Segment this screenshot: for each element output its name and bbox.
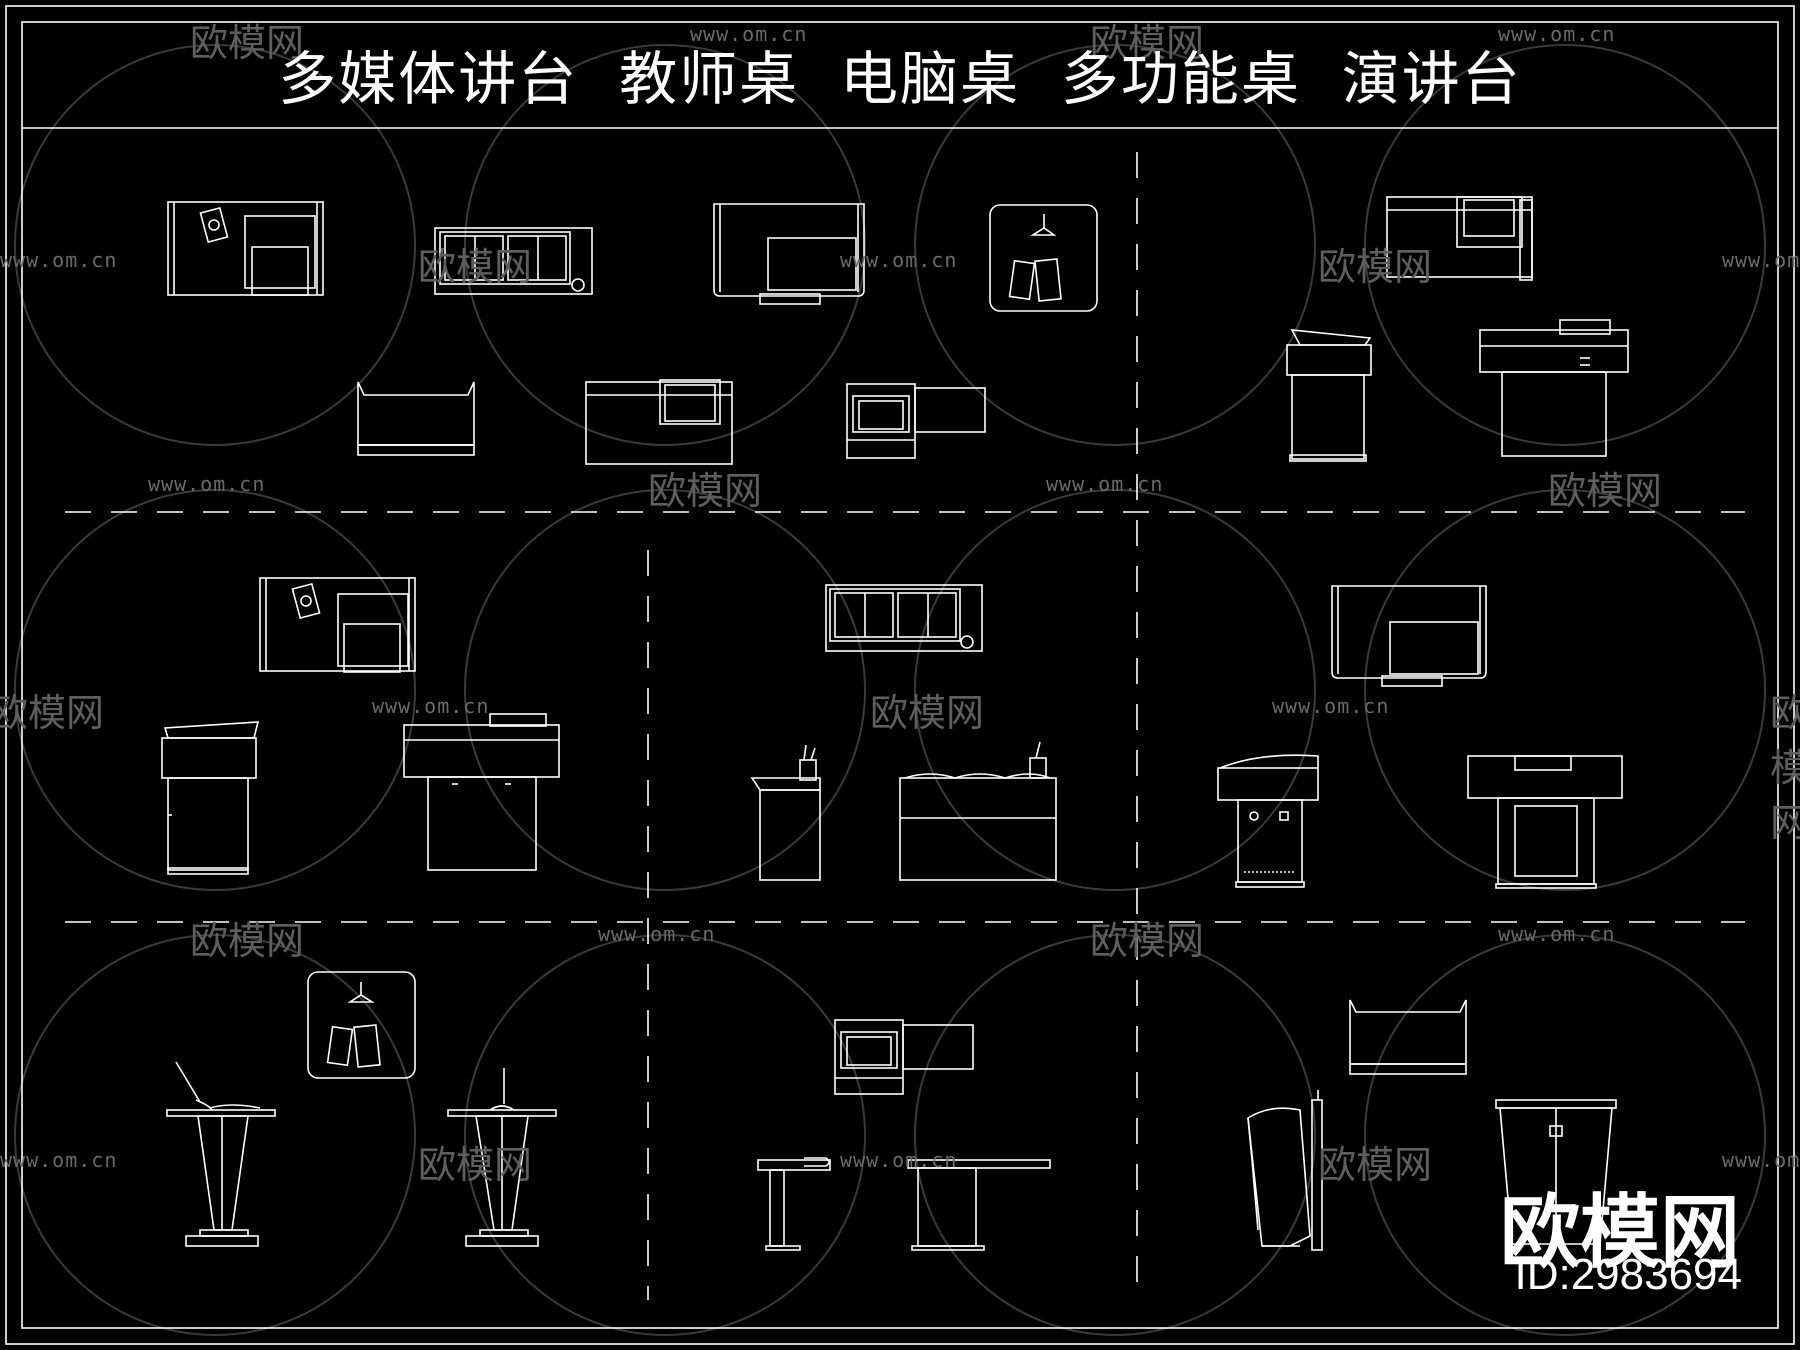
watermark-url: www.om.cn <box>1722 1148 1800 1172</box>
desk-elevation-3 <box>899 741 1057 881</box>
watermark-brand: 欧模网 <box>1548 469 1663 513</box>
desk-elevation-2 <box>403 713 560 871</box>
model-id-label: ID:2983694 <box>1514 1250 1742 1299</box>
watermark-brand: 欧模网 <box>648 469 763 513</box>
watermark-url: www.om.cn <box>148 472 266 496</box>
watermark-brand: 欧模网 <box>190 919 305 963</box>
watermark-brand: 欧模网 <box>418 1143 533 1187</box>
lectern-elevation-2 <box>161 721 260 875</box>
grid-dividers <box>65 152 1745 1300</box>
watermark-url: www.om.cn <box>1498 922 1616 946</box>
lectern-elevation-1 <box>1286 329 1372 462</box>
outer-frame <box>5 5 1795 1345</box>
watermark-brand: 欧模网 <box>1770 691 1800 845</box>
lectern-side-elevation <box>1247 1090 1323 1251</box>
watermark-brand: 欧模网 <box>1318 1143 1433 1187</box>
desk-plan-7 <box>825 584 983 652</box>
watermark-url: www.om.cn <box>840 248 958 272</box>
watermark-url: www.om.cn <box>1722 248 1800 272</box>
lectern-plan-2 <box>307 971 416 1079</box>
desk-plan-3 <box>713 203 865 305</box>
watermark-url: www.om.cn <box>372 694 490 718</box>
cabinet-elevation-1 <box>1495 1099 1617 1245</box>
watermark-url: www.om.cn <box>0 248 118 272</box>
podium-elevation-2 <box>447 1068 557 1247</box>
watermark-url: www.om.cn <box>1498 22 1616 46</box>
watermark-brand: 欧模网 <box>870 691 985 735</box>
desk-plan-1 <box>167 201 324 296</box>
watermark-url: www.om.cn <box>598 922 716 946</box>
watermark-url: www.om.cn <box>1272 694 1390 718</box>
desk-plan-4 <box>1386 196 1533 281</box>
watermark-brand: 欧模网 <box>418 245 533 289</box>
computer-desk-plan-1 <box>846 383 986 459</box>
desk-plan-6 <box>259 577 416 673</box>
watermark-brand: 欧模网 <box>190 21 305 65</box>
lectern-plan-1 <box>989 204 1098 312</box>
sofa-elevation-1 <box>357 381 475 456</box>
watermark-brand: 欧模网 <box>1090 919 1205 963</box>
watermark-url: www.om.cn <box>690 22 808 46</box>
watermark-circles <box>14 44 1766 1336</box>
desk-elevation-1 <box>1479 319 1629 457</box>
side-desk-elevation-1 <box>750 744 821 881</box>
inner-frame <box>21 21 1779 1329</box>
sofa-elevation-2 <box>1349 999 1467 1075</box>
watermark-url: www.om.cn <box>0 1148 118 1172</box>
desk-plan-2 <box>434 227 593 295</box>
sheet-title: 多媒体讲台 教师桌 电脑桌 多功能桌 演讲台 <box>278 45 1522 113</box>
desk-elevation-5 <box>757 1157 1051 1251</box>
computer-desk-plan-2 <box>834 1019 974 1095</box>
watermark-brand: 欧模网 <box>1318 245 1433 289</box>
desk-plan-5 <box>585 379 733 465</box>
site-logo: 欧模网 <box>1500 1186 1740 1279</box>
lectern-elevation-3 <box>1217 754 1319 888</box>
desk-plan-8 <box>1331 585 1487 687</box>
watermark-url: www.om.cn <box>1046 472 1164 496</box>
podium-elevation-1 <box>166 1061 276 1247</box>
watermark-brand: 欧模网 <box>0 691 105 735</box>
desk-elevation-4 <box>1467 755 1623 889</box>
watermark-brand: 欧模网 <box>1090 21 1205 65</box>
watermark-url: www.om.cn <box>840 1148 958 1172</box>
